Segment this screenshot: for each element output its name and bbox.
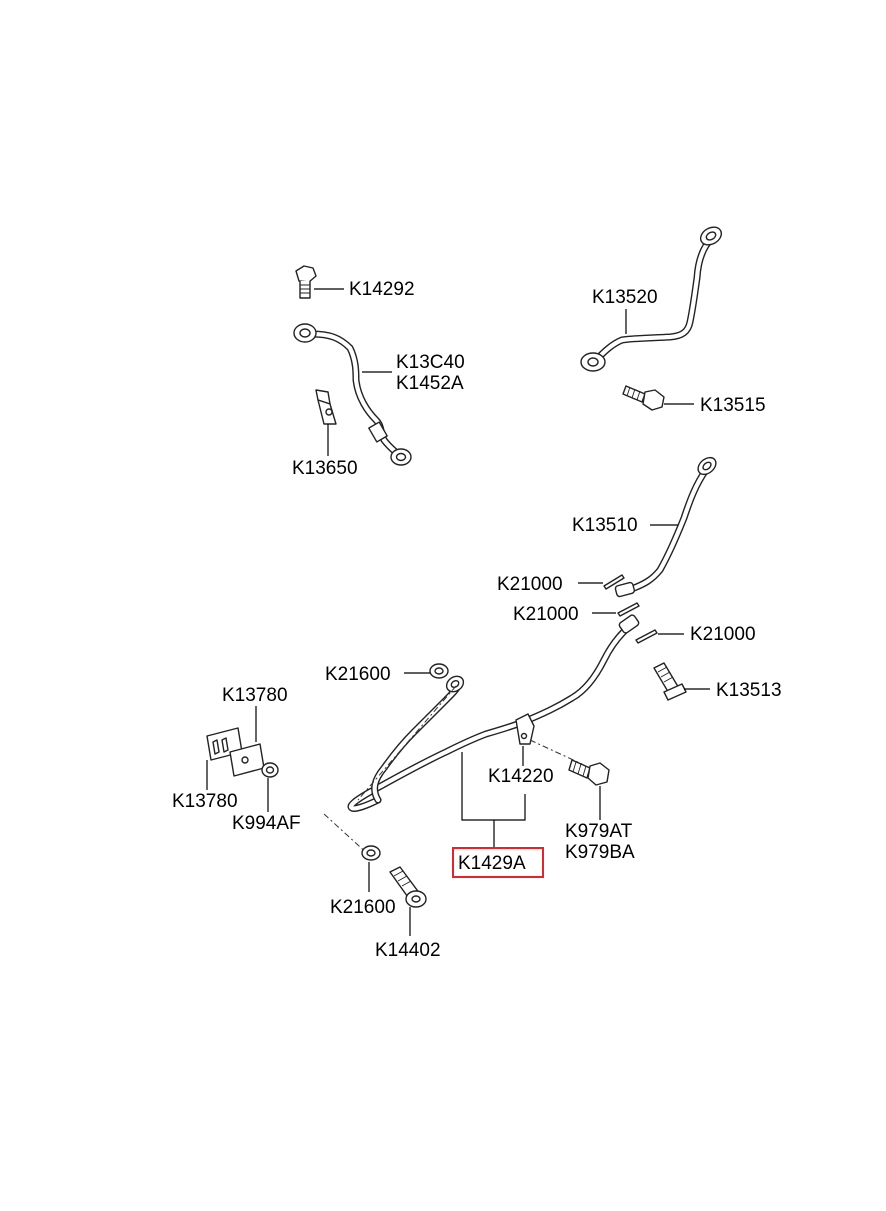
bolt-k979at-icon [568, 759, 610, 786]
label-k21600-bottom[interactable]: K21600 [330, 897, 396, 918]
pipe-k13520-icon [580, 226, 723, 372]
label-k13520[interactable]: K13520 [592, 287, 658, 308]
label-k21000-c[interactable]: K21000 [690, 624, 756, 645]
label-k13780-bottom[interactable]: K13780 [172, 791, 238, 812]
bolt-k14292-icon [295, 265, 317, 299]
washer-k21600-top-icon [429, 663, 449, 679]
label-k13650[interactable]: K13650 [292, 458, 358, 479]
dash-line-bottom [323, 813, 371, 857]
label-k13c40[interactable]: K13C40 [396, 352, 465, 373]
leader-k1429a [461, 752, 526, 848]
label-k13780-top[interactable]: K13780 [222, 685, 288, 706]
bolt-k14402-icon [389, 866, 427, 908]
pipe-k13c40-icon [293, 323, 412, 466]
label-k13510[interactable]: K13510 [572, 515, 638, 536]
dash-line-left [357, 685, 457, 801]
seal-k21000-b-icon [617, 602, 640, 617]
label-k979ba[interactable]: K979BA [565, 842, 635, 863]
nut-k994af-icon [261, 762, 279, 778]
label-k21000-b[interactable]: K21000 [513, 604, 579, 625]
label-k1452a[interactable]: K1452A [396, 373, 464, 394]
label-k13513[interactable]: K13513 [716, 680, 782, 701]
label-k994af[interactable]: K994AF [232, 813, 301, 834]
clip-k13650-icon [315, 389, 337, 425]
highlight-box-k1429a [452, 847, 544, 878]
label-k1429a[interactable]: K1429A [458, 853, 526, 874]
label-k14220[interactable]: K14220 [488, 766, 554, 787]
washer-k21600-bottom-icon [361, 845, 381, 861]
bracket-k13780-icon [206, 727, 265, 777]
label-k21600-top[interactable]: K21600 [325, 664, 391, 685]
label-k14292[interactable]: K14292 [349, 279, 415, 300]
label-k979at[interactable]: K979AT [565, 821, 633, 842]
label-k14402[interactable]: K14402 [375, 940, 441, 961]
bolt-k13513-icon [653, 662, 687, 701]
seal-k21000-c-icon [635, 629, 658, 644]
label-k13515[interactable]: K13515 [700, 395, 766, 416]
bolt-k13515-icon [622, 385, 665, 411]
label-k21000-a[interactable]: K21000 [497, 574, 563, 595]
seal-k21000-a-icon [603, 574, 625, 590]
pipe-k13510-icon [614, 456, 717, 598]
